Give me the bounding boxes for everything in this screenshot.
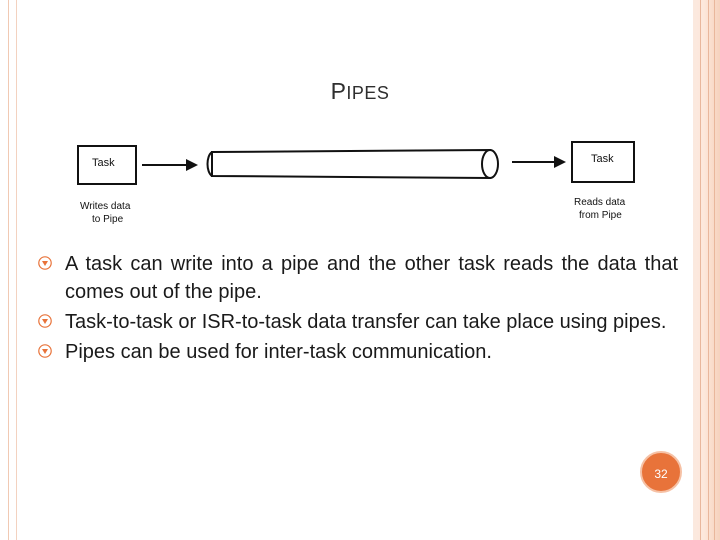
right-border-line <box>714 0 715 540</box>
bullet-text: A task can write into a pipe and the oth… <box>65 253 678 303</box>
bullet-text: Pipes can be used for inter-task communi… <box>65 341 492 363</box>
bullet-icon <box>38 314 52 328</box>
bullet-text: Task-to-task or ISR-to-task data transfe… <box>65 311 667 333</box>
right-task-label: Task <box>591 153 614 165</box>
right-task-box <box>571 141 635 183</box>
bullet-list: A task can write into a pipe and the oth… <box>38 250 678 368</box>
bullet-item: Pipes can be used for inter-task communi… <box>38 338 678 366</box>
right-caption-line2: from Pipe <box>579 210 622 221</box>
title-initial: P <box>330 78 347 104</box>
arrow-right-icon <box>142 159 198 171</box>
page-number-badge: 32 <box>640 451 682 493</box>
right-caption-line1: Reads data <box>574 197 626 208</box>
bullet-item: A task can write into a pipe and the oth… <box>38 250 678 306</box>
bullet-item: Task-to-task or ISR-to-task data transfe… <box>38 308 678 336</box>
left-task-label: Task <box>92 157 115 169</box>
left-task-box <box>77 145 137 185</box>
right-border-line <box>700 0 701 540</box>
right-decorative-band <box>693 0 720 540</box>
left-caption-line1: Writes data <box>80 201 131 212</box>
slide-title: PIPES <box>0 78 720 105</box>
pipe-icon <box>206 148 499 180</box>
bullet-icon <box>38 256 52 270</box>
left-caption-line2: to Pipe <box>92 214 124 225</box>
left-border-line <box>16 0 17 540</box>
title-rest: IPES <box>346 83 390 103</box>
pipe-diagram: Task Writes data to Pipe Task Reads data… <box>77 141 635 225</box>
bullet-icon <box>38 344 52 358</box>
right-border-line <box>708 0 709 540</box>
arrow-right-icon <box>512 156 566 168</box>
